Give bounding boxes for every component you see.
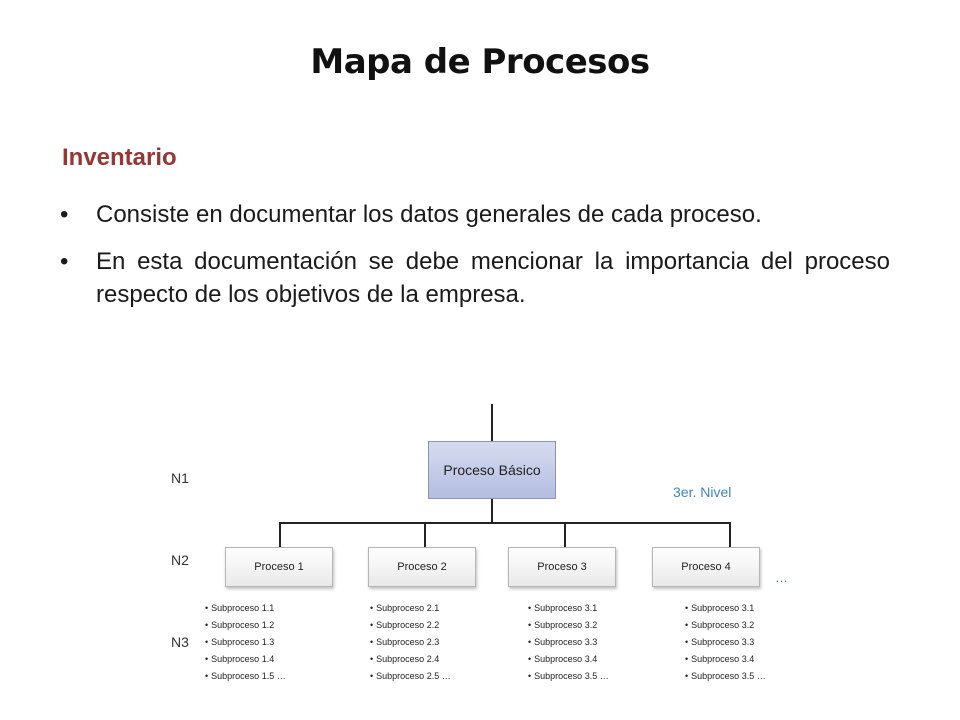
- process-box-3: Proceso 3: [508, 547, 616, 587]
- subprocess-item: Subproceso 1.1: [205, 600, 286, 617]
- subprocess-item: Subproceso 3.5 …: [685, 668, 766, 685]
- subprocess-item: Subproceso 3.5 …: [528, 668, 609, 685]
- bullet-item: • Consiste en documentar los datos gener…: [60, 198, 890, 231]
- subprocess-item: Subproceso 2.2: [370, 617, 451, 634]
- subprocess-item: Subproceso 1.4: [205, 651, 286, 668]
- process-box-1: Proceso 1: [225, 547, 333, 587]
- bullet-list: • Consiste en documentar los datos gener…: [60, 198, 890, 311]
- bullet-text: En esta documentación se debe mencionar …: [96, 248, 890, 308]
- connector-process-4: [729, 522, 731, 547]
- subprocess-item: Subproceso 3.1: [528, 600, 609, 617]
- bullet-item: • En esta documentación se debe menciona…: [60, 245, 890, 311]
- process-map-diagram: N1 N2 N3 Proceso Básico 3er. Nivel Proce…: [155, 404, 795, 694]
- bullet-icon: •: [60, 201, 69, 228]
- level-note: 3er. Nivel: [673, 484, 732, 500]
- process-box-4: Proceso 4: [652, 547, 760, 587]
- connector-horizontal: [279, 522, 731, 524]
- subprocess-item: Subproceso 3.4: [685, 651, 766, 668]
- subprocess-item: Subproceso 3.3: [528, 634, 609, 651]
- subprocess-item: Subproceso 3.1: [685, 600, 766, 617]
- subprocess-item: Subproceso 3.4: [528, 651, 609, 668]
- level-label-n3: N3: [171, 634, 189, 650]
- subprocess-item: Subproceso 2.3: [370, 634, 451, 651]
- bullet-text: Consiste en documentar los datos general…: [96, 201, 762, 228]
- main-process-box: Proceso Básico: [428, 441, 556, 499]
- connector-main-down: [491, 499, 493, 524]
- connector-process-2: [424, 522, 426, 547]
- subprocess-list-4: Subproceso 3.1 Subproceso 3.2 Subproceso…: [685, 600, 766, 685]
- subprocess-list-2: Subproceso 2.1 Subproceso 2.2 Subproceso…: [370, 600, 451, 685]
- connector-process-3: [564, 522, 566, 547]
- slide-title: Mapa de Procesos: [310, 42, 650, 82]
- subprocess-list-1: Subproceso 1.1 Subproceso 1.2 Subproceso…: [205, 600, 286, 685]
- subprocess-item: Subproceso 1.3: [205, 634, 286, 651]
- connector-process-1: [279, 522, 281, 547]
- text-clip-mask: [60, 390, 920, 404]
- section-heading: Inventario: [62, 144, 177, 171]
- subprocess-item: Subproceso 2.5 …: [370, 668, 451, 685]
- subprocess-item: Subproceso 2.4: [370, 651, 451, 668]
- more-processes-ellipsis: …: [775, 570, 788, 585]
- subprocess-item: Subproceso 3.2: [685, 617, 766, 634]
- level-label-n2: N2: [171, 552, 189, 568]
- process-box-2: Proceso 2: [368, 547, 476, 587]
- subprocess-item: Subproceso 3.3: [685, 634, 766, 651]
- level-label-n1: N1: [171, 470, 189, 486]
- connector-top: [491, 404, 493, 441]
- bullet-icon: •: [60, 248, 69, 275]
- subprocess-item: Subproceso 3.2: [528, 617, 609, 634]
- subprocess-item: Subproceso 1.2: [205, 617, 286, 634]
- subprocess-item: Subproceso 1.5 …: [205, 668, 286, 685]
- subprocess-list-3: Subproceso 3.1 Subproceso 3.2 Subproceso…: [528, 600, 609, 685]
- subprocess-item: Subproceso 2.1: [370, 600, 451, 617]
